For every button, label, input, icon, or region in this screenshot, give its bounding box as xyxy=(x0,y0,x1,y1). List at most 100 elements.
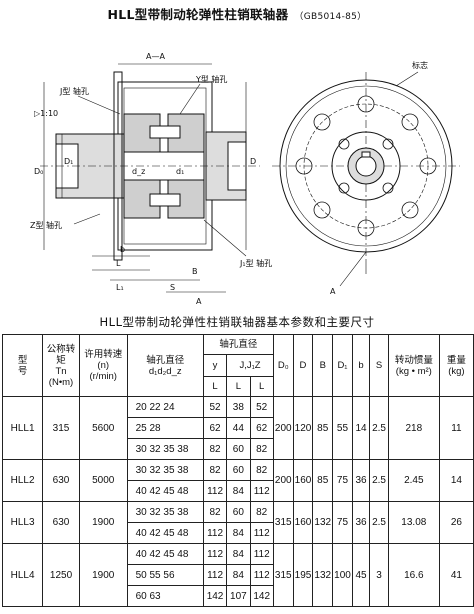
cell-d1: 75 xyxy=(332,459,353,502)
label-j-bore: J型 轴孔 xyxy=(59,86,89,96)
label-z-bore: Z型 轴孔 xyxy=(30,220,62,230)
cell-d: 160 xyxy=(292,459,314,502)
cell-b-small: 36 xyxy=(351,459,371,502)
header-torque: 公称转矩 Tn (N•m) xyxy=(42,334,80,397)
cell-s: 2.5 xyxy=(369,459,389,502)
header-b: B xyxy=(312,334,334,397)
label-mark: 标志 xyxy=(412,60,428,70)
cell-b: 132 xyxy=(312,501,334,544)
cell-inertia: 2.45 xyxy=(387,459,440,502)
label-j1-bore: J₁型 轴孔 xyxy=(239,258,272,268)
cell-b-small: 14 xyxy=(351,396,371,460)
cell-speed: 1900 xyxy=(78,543,128,607)
header-l-a: L xyxy=(226,376,251,397)
cell-bore: 30 32 35 38 xyxy=(126,438,204,460)
cell-torque: 630 xyxy=(42,459,80,502)
cell-bore: 30 32 35 38 xyxy=(126,501,204,523)
header-bore: 轴孔直径 d₁d₂d_z xyxy=(126,334,204,397)
cell-y-length: 82 xyxy=(202,459,228,481)
cell-y-length: 52 xyxy=(202,396,228,418)
cell-l-length: 82 xyxy=(249,501,274,523)
cell-l-length: 62 xyxy=(249,417,274,439)
cell-j-length: 84 xyxy=(226,480,251,502)
cell-speed: 5600 xyxy=(78,396,128,460)
cell-j-length: 60 xyxy=(226,438,251,460)
cell-model: HLL2 xyxy=(1,459,44,502)
cell-l-length: 112 xyxy=(249,564,274,586)
cell-y-length: 112 xyxy=(202,543,228,565)
cell-l-length: 112 xyxy=(249,543,274,565)
cell-d1: 55 xyxy=(332,396,353,460)
cell-do: 315 xyxy=(272,543,294,607)
page-title: HLL型带制动轮弹性柱销联轴器 （GB5014-85） xyxy=(0,4,474,23)
table-title: HLL型带制动轮弹性柱销联轴器基本参数和主要尺寸 xyxy=(99,315,375,329)
spec-table: 型 号 公称转矩 Tn (N•m) 许用转速 (n) (r/min) 轴孔直径 … xyxy=(1,334,474,607)
cell-do: 315 xyxy=(272,501,294,544)
standard-code: （GB5014-85） xyxy=(294,12,367,22)
cell-b-small: 45 xyxy=(351,543,371,607)
cell-j-length: 38 xyxy=(226,396,251,418)
cell-l-length: 82 xyxy=(249,438,274,460)
cell-d1: 100 xyxy=(332,543,353,607)
cell-y-length: 82 xyxy=(202,438,228,460)
cell-b-small: 36 xyxy=(351,501,371,544)
cell-j-length: 60 xyxy=(226,459,251,481)
label-y-bore: Y型 轴孔 xyxy=(195,74,227,84)
cell-d: 120 xyxy=(292,396,314,460)
cell-d: 195 xyxy=(292,543,314,607)
cell-model: HLL3 xyxy=(1,501,44,544)
label-do: D₀ xyxy=(34,167,43,176)
section-view xyxy=(40,63,260,293)
label-d: D xyxy=(250,157,256,166)
cell-torque: 315 xyxy=(42,396,80,460)
label-d1: D₁ xyxy=(64,157,73,166)
cell-bore: 25 28 xyxy=(126,417,204,439)
cell-bore: 40 42 45 48 xyxy=(126,543,204,565)
cell-weight: 11 xyxy=(438,396,474,460)
title-text: HLL型带制动轮弹性柱销联轴器 xyxy=(107,7,289,22)
label-taper: ▷1:10 xyxy=(34,109,58,118)
label-b: b xyxy=(120,245,125,254)
cell-s: 2.5 xyxy=(369,501,389,544)
cell-j-length: 84 xyxy=(226,543,251,565)
cell-torque: 1250 xyxy=(42,543,80,607)
cell-bore: 20 22 24 xyxy=(126,396,204,418)
label-l: L xyxy=(116,259,121,268)
header-d1: D₁ xyxy=(332,334,353,397)
cell-y-length: 112 xyxy=(202,480,228,502)
header-l-b: L xyxy=(249,376,274,397)
cell-b: 85 xyxy=(312,459,334,502)
cell-s: 2.5 xyxy=(369,396,389,460)
cell-d1: 75 xyxy=(332,501,353,544)
cell-j-length: 60 xyxy=(226,501,251,523)
cell-y-length: 112 xyxy=(202,522,228,544)
cell-bore: 60 63 xyxy=(126,585,204,607)
cell-inertia: 13.08 xyxy=(387,501,440,544)
cell-l-length: 142 xyxy=(249,585,274,607)
cell-y-length: 142 xyxy=(202,585,228,607)
end-view xyxy=(272,71,460,287)
header-y: y xyxy=(202,354,228,377)
cell-y-length: 62 xyxy=(202,417,228,439)
cell-bore: 30 32 35 38 xyxy=(126,459,204,481)
cell-weight: 14 xyxy=(438,459,474,502)
header-weight: 重量 (kg) xyxy=(438,334,474,397)
cell-bore: 50 55 56 xyxy=(126,564,204,586)
header-b-small: b xyxy=(351,334,371,397)
label-a2: A xyxy=(330,287,336,296)
cell-j-length: 107 xyxy=(226,585,251,607)
header-speed: 许用转速 (n) (r/min) xyxy=(78,334,128,397)
label-b2: B xyxy=(192,267,198,276)
label-s: S xyxy=(170,283,175,292)
cell-weight: 26 xyxy=(438,501,474,544)
cell-speed: 1900 xyxy=(78,501,128,544)
cell-j-length: 84 xyxy=(226,522,251,544)
